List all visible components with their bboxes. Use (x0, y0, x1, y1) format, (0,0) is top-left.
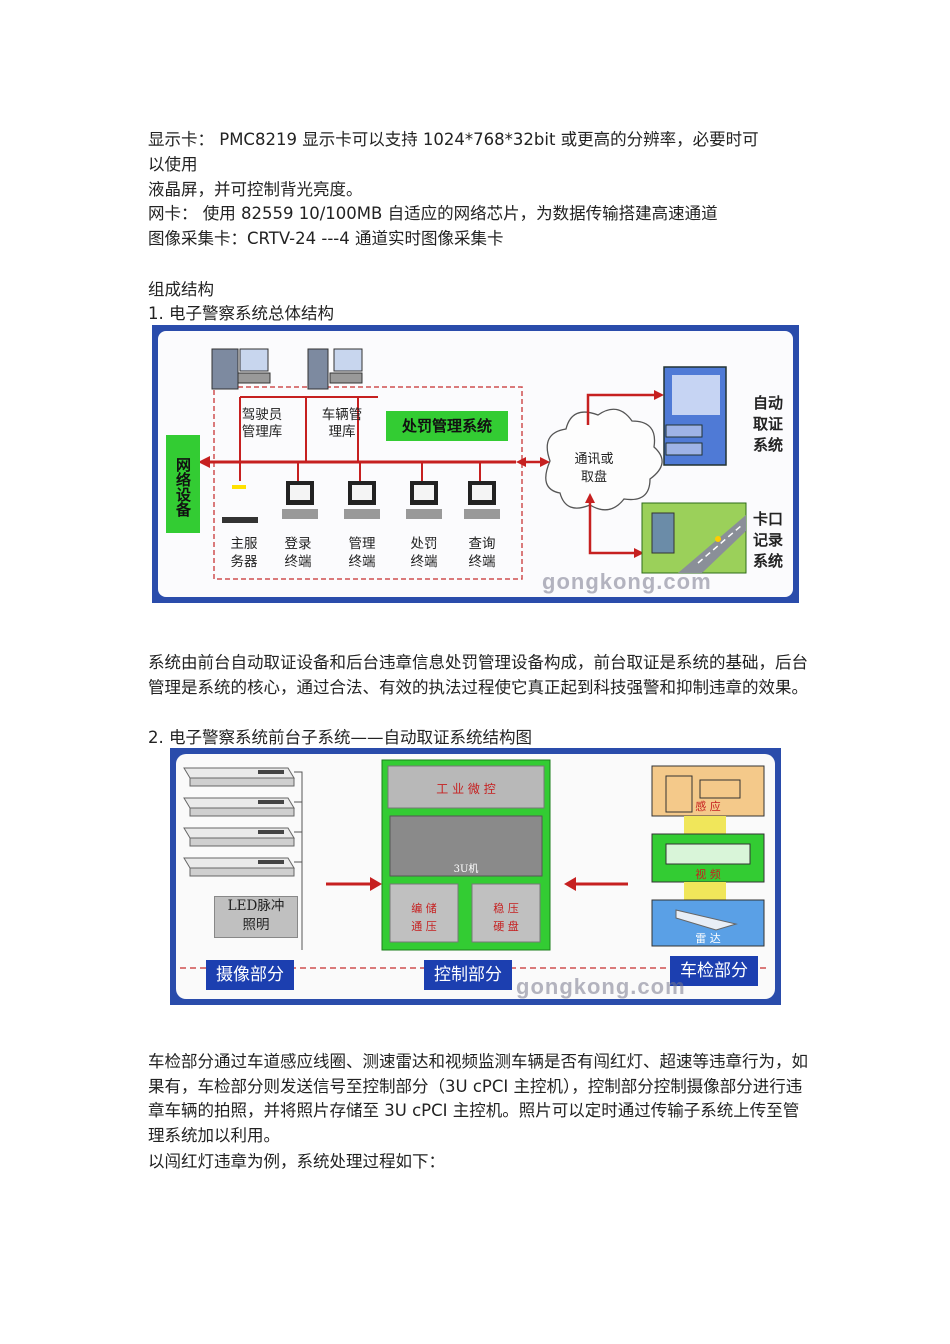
paragraph-system-composition: 系统由前台自动取证设备和后台违章信息处罚管理设备构成，前台取证是系统的基础，后台… (148, 653, 808, 697)
section-heading: 组成结构 (148, 280, 214, 299)
label-manage-terminal: 管理终端 (348, 536, 376, 570)
terminal-icon (406, 481, 442, 519)
label-video: 视 频 (695, 868, 721, 881)
label-comm: 通讯或取盘 (574, 452, 614, 485)
diagram-lines (198, 348, 747, 580)
terminal-icon (282, 481, 318, 519)
label-query-terminal: 查询终端 (468, 536, 496, 570)
evidence-device-icon (663, 366, 727, 466)
vehicle-detect-section-label: 车检部分 (670, 956, 758, 986)
spec-display-card-cont: 以使用 (148, 155, 198, 174)
label-radar: 雷 达 (695, 932, 721, 945)
auto-evidence-structure-diagram: LED脉冲照明 工 业 微 控 3U机 编 储通 压 稳 压硬 盘 感 应 视 … (170, 748, 781, 1005)
label-server: 主服务器 (230, 536, 258, 570)
figure-1-caption: 1. 电子警察系统总体结构 (148, 304, 334, 323)
camera-icon (183, 827, 295, 847)
punish-system-box: 处罚管理系统 (386, 411, 508, 441)
camera-section-label: 摄像部分 (206, 960, 294, 990)
led-lighting-box: LED脉冲照明 (214, 896, 298, 938)
label-vehicle-db: 车辆管理库 (321, 407, 363, 440)
label-industrial: 工 业 微 控 (436, 782, 496, 796)
arrow-left-icon (564, 877, 576, 891)
overall-structure-diagram: 驾驶员管理库 车辆管理库 处罚管理系统 网络设备 主服务器 登录终端 管理终端 … (152, 325, 799, 603)
camera-icon (183, 767, 295, 787)
paragraph-vehicle-detection: 车检部分通过车道感应线圈、测速雷达和视频监测车辆是否有闯红灯、超速等违章行为，如… (148, 1052, 808, 1145)
road-camera-icon (641, 502, 747, 574)
label-auto-evidence: 自动取证系统 (752, 394, 783, 454)
spec-lcd: 液晶屏，并可控制背光亮度。 (148, 180, 363, 199)
spec-network-card: 网卡： 使用 82559 10/100MB 自适应的网络芯片，为数据传输搭建高速… (148, 204, 718, 223)
arrow-right-icon (370, 877, 382, 891)
camera-icon (183, 857, 295, 877)
cloud-icon (545, 408, 663, 511)
network-device-box: 网络设备 (166, 435, 200, 533)
label-gate-record: 卡口记录系统 (752, 510, 783, 570)
label-punish-terminal: 处罚终端 (410, 536, 438, 570)
terminal-icon (464, 481, 500, 519)
spec-display-card: 显示卡： PMC8219 显示卡可以支持 1024*768*32bit 或更高的… (148, 130, 759, 149)
red-light-example: 以闯红灯违章为例，系统处理过程如下： (148, 1152, 445, 1171)
watermark: gongkong.com (516, 974, 686, 999)
figure-2-caption: 2. 电子警察系统前台子系统——自动取证系统结构图 (148, 728, 532, 747)
terminal-icon (344, 481, 380, 519)
label-driver-db: 驾驶员管理库 (241, 407, 283, 440)
camera-icon (183, 797, 295, 817)
arrow-left-icon (198, 456, 210, 468)
label-3u: 3U机 (453, 864, 479, 875)
spec-capture-card: 图像采集卡：CRTV-24 ---4 通道实时图像采集卡 (148, 229, 504, 248)
label-small2: 稳 压硬 盘 (493, 902, 519, 933)
control-section-label: 控制部分 (424, 960, 512, 990)
diagram2-lines (180, 759, 768, 969)
label-login-terminal: 登录终端 (284, 536, 312, 570)
computer-icon (307, 348, 363, 390)
label-small1: 编 储通 压 (411, 902, 437, 933)
label-sense: 感 应 (695, 800, 721, 813)
computer-icon (211, 348, 271, 390)
watermark: gongkong.com (542, 569, 712, 594)
